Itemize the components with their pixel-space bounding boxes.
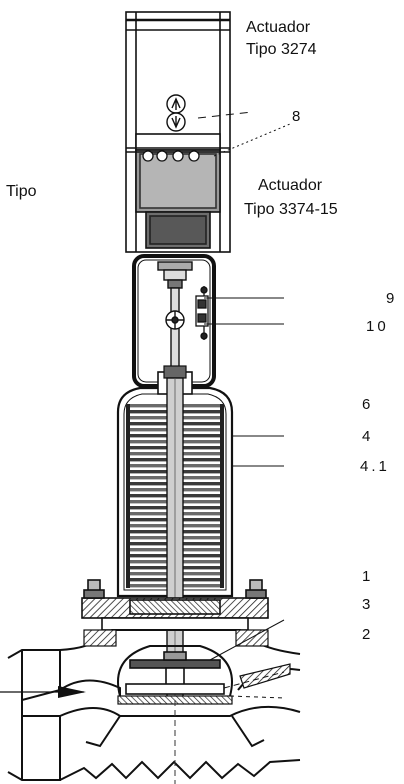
terminal-icon	[142, 150, 200, 162]
callout-3: 3	[362, 596, 371, 613]
actuator-3374-body	[126, 133, 230, 249]
callout-6: 6	[362, 396, 371, 413]
callout-9: 9	[386, 290, 395, 307]
travel-indicator-icon	[195, 286, 209, 340]
callout-4-1: 4.1	[360, 458, 390, 475]
actuator-3274-label-line1: Actuador	[246, 19, 311, 36]
bellows-guide	[220, 404, 224, 588]
callout-4: 4	[362, 428, 371, 445]
handwheel-icon	[166, 94, 186, 132]
bonnet-flange	[81, 579, 269, 631]
actuator-3274-label-line2: Tipo 3274	[246, 41, 317, 58]
flow-arrow-icon	[0, 686, 86, 698]
valve-plug	[125, 651, 225, 695]
callout-10: 10	[366, 318, 389, 335]
actuator-3374-label-line1: Actuador	[258, 177, 323, 194]
callout-1: 1	[362, 568, 371, 585]
tipo-label: Tipo	[6, 183, 37, 200]
bellows-guide	[126, 404, 130, 588]
valve-body	[7, 629, 301, 781]
stem-coupling	[157, 261, 193, 379]
callout-8: 8	[292, 108, 301, 125]
callout-2: 2	[362, 626, 371, 643]
actuator-3374-label-line2: Tipo 3374-15	[244, 201, 338, 218]
leader-lines	[197, 111, 291, 699]
valve-stem	[166, 377, 184, 699]
